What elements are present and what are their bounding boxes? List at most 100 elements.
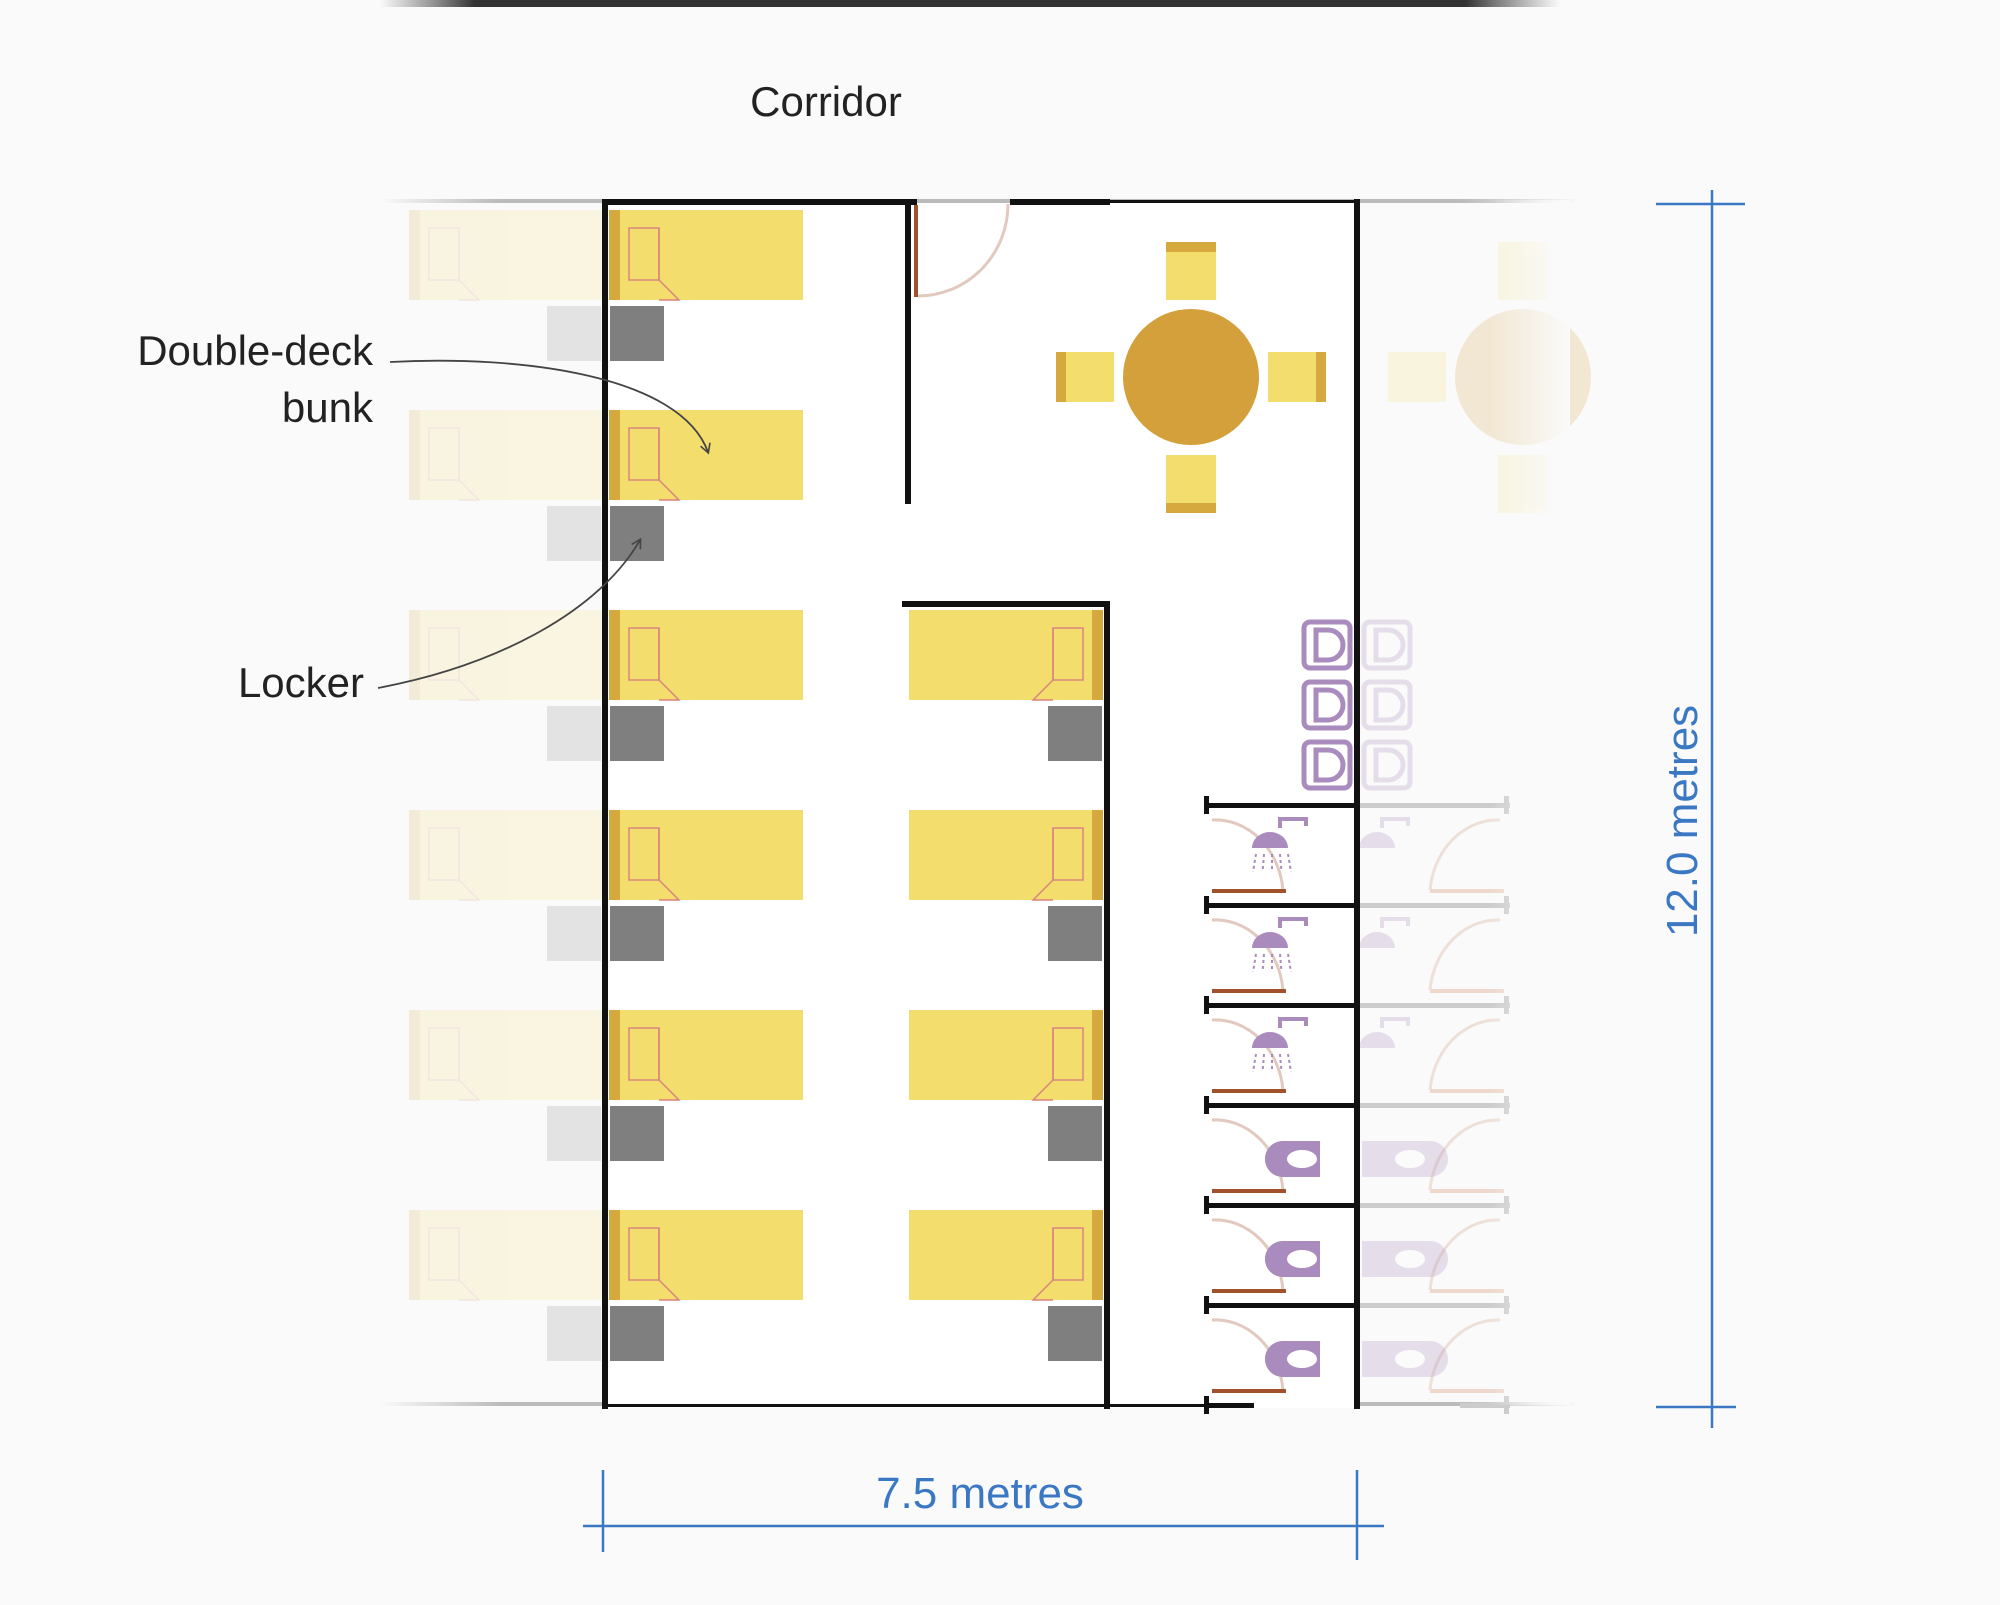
chair	[1388, 352, 1446, 402]
bunk-headboard	[1092, 1010, 1103, 1100]
stall-door	[1212, 1189, 1286, 1193]
toilet-divider	[1320, 1341, 1323, 1377]
double-deck-bunk	[409, 1210, 603, 1301]
shower-head	[1252, 832, 1288, 848]
locker	[1048, 1106, 1102, 1161]
stall-wall	[1204, 1203, 1357, 1208]
height-label: 12.0 metres	[1658, 705, 1707, 937]
sink-icon	[1301, 739, 1353, 791]
bunk-headboard	[409, 610, 420, 700]
double-deck-bunk	[609, 410, 803, 501]
stall-wall	[1204, 1103, 1357, 1108]
shower-pipe	[1278, 917, 1308, 928]
ghost-door	[1430, 1089, 1504, 1093]
wall-bottom	[602, 1404, 1208, 1407]
width-dimension	[583, 1470, 1384, 1560]
blanket-fold-icon	[458, 228, 481, 301]
ghost-door-swing	[1428, 1118, 1501, 1191]
toilet-body	[1362, 1141, 1448, 1177]
toilet-opening	[1395, 1150, 1425, 1168]
double-deck-bunk	[609, 1010, 803, 1101]
stall-wall	[1204, 1303, 1357, 1308]
top-wall-bar	[380, 0, 1560, 7]
shower-head	[1252, 932, 1288, 948]
toilet-body	[1362, 1241, 1448, 1277]
locker-arrow	[377, 537, 642, 689]
stall-post	[1204, 996, 1209, 1014]
sink-bowl	[1373, 747, 1406, 783]
ghost-stall-wall	[1357, 803, 1510, 808]
entrance-door-swing	[917, 203, 1010, 298]
bunk-headboard	[609, 1210, 620, 1300]
toilet-icon	[1265, 1140, 1323, 1178]
toilet-body	[1362, 1341, 1448, 1377]
double-deck-bunk	[409, 210, 603, 301]
stall-post	[1204, 1096, 1209, 1114]
ghost-door-swing	[1428, 1018, 1501, 1091]
double-deck-bunk	[409, 810, 603, 901]
bunk-label-line2: bunk	[282, 384, 374, 431]
bunk-headboard	[409, 410, 420, 500]
ghost-stall-wall	[1357, 1003, 1510, 1008]
bunk-mattress	[609, 610, 803, 700]
double-deck-bunk	[609, 810, 803, 901]
shower-head	[1252, 1032, 1288, 1048]
bunk-mattress	[409, 1210, 603, 1300]
sink-basin	[1361, 619, 1413, 671]
locker-label: Locker	[238, 659, 364, 706]
locker	[610, 306, 664, 361]
toilet-divider	[1320, 1241, 1323, 1277]
width-label: 7.5 metres	[876, 1469, 1084, 1518]
stall-wall-bottom	[1204, 1403, 1254, 1408]
sink-icon	[1301, 619, 1353, 671]
stall-wall	[1204, 803, 1357, 808]
ghost-door-swing	[1428, 1218, 1501, 1291]
wall-left	[602, 199, 608, 1409]
blanket-fold-icon	[1031, 828, 1054, 901]
toilet-opening	[1395, 1250, 1425, 1268]
dining-set	[1056, 242, 1326, 513]
blanket-fold-icon	[1031, 1228, 1054, 1301]
ghost-shower-icon	[1359, 817, 1410, 848]
chair-back	[1056, 352, 1066, 402]
stall-post	[1204, 796, 1209, 814]
blanket-fold-icon	[1031, 628, 1054, 701]
bunk-mattress	[609, 410, 803, 500]
sink-basin	[1301, 679, 1353, 731]
ghost-toilet-icon	[1362, 1341, 1448, 1377]
stall-door	[1212, 1389, 1286, 1393]
pillow-icon	[428, 227, 460, 281]
bunk-mattress	[609, 810, 803, 900]
bunk-mattress	[409, 210, 603, 300]
bunk-arrow	[389, 359, 711, 455]
blanket-fold-icon	[458, 828, 481, 901]
shower-head	[1359, 932, 1395, 948]
pillow-icon	[428, 1227, 460, 1281]
chair-back	[1316, 352, 1326, 402]
shower-icon	[1252, 1017, 1308, 1073]
toilet-divider	[1320, 1141, 1323, 1177]
toilet-icon	[1265, 1240, 1323, 1278]
double-deck-bunk	[609, 1210, 803, 1301]
bunk-label-line1: Double-deck	[137, 327, 374, 374]
bunk-headboard	[1092, 810, 1103, 900]
locker	[1048, 706, 1102, 761]
ghost-door-swing	[1428, 818, 1501, 891]
locker	[610, 1306, 664, 1361]
blanket-fold-icon	[458, 628, 481, 701]
ghost-door-swing	[1428, 918, 1501, 991]
ghost-door	[1430, 1389, 1504, 1393]
locker	[1048, 906, 1102, 961]
ghost-fade	[1490, 200, 1570, 1405]
sink-icon	[1361, 739, 1413, 791]
shower-head	[1359, 1032, 1395, 1048]
double-deck-bunk	[609, 210, 803, 301]
bunk-mattress	[609, 210, 803, 300]
stall-door	[1212, 989, 1286, 993]
blanket-fold-icon	[458, 1228, 481, 1301]
bunk-headboard	[609, 1010, 620, 1100]
bunk-mattress	[609, 1210, 803, 1300]
locker	[610, 706, 664, 761]
blanket-fold-icon	[458, 1028, 481, 1101]
toilet-opening	[1287, 1150, 1317, 1168]
